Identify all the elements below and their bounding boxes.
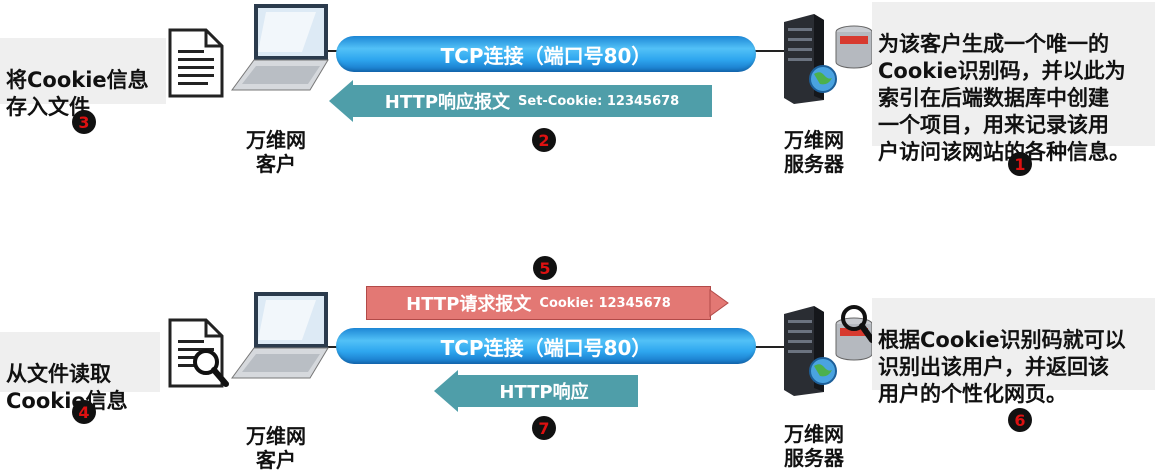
- document-icon: [168, 28, 224, 98]
- laptop-icon: [231, 292, 329, 379]
- top-response-sub: Set-Cookie: 12345678: [518, 93, 680, 109]
- magnifier-icon: [841, 305, 875, 343]
- top-client-label: 万维网 客户: [236, 104, 316, 176]
- bottom-client-note: 从文件读取 Cookie信息: [0, 332, 160, 413]
- bottom-client-note-text: 从文件读取 Cookie信息: [6, 362, 128, 413]
- top-client-label-text: 万维网 客户: [246, 128, 306, 176]
- step-6-badge: 6: [1008, 408, 1032, 432]
- database-icon: [835, 25, 873, 69]
- bottom-server-label-text: 万维网 服务器: [784, 422, 844, 470]
- top-server-label: 万维网 服务器: [774, 104, 854, 176]
- step-4-number: 4: [78, 402, 90, 422]
- step-4-badge: 4: [72, 400, 96, 424]
- top-server-note-text: 为该客户生成一个唯一的 Cookie识别码，并以此为 索引在后端数据库中创建 一…: [878, 32, 1130, 164]
- top-http-response-arrow: HTTP响应报文 Set-Cookie: 12345678: [352, 85, 712, 117]
- step-1-badge: 1: [1008, 152, 1032, 176]
- globe-icon: [809, 357, 837, 385]
- top-client-note: 将Cookie信息 存入文件: [0, 38, 166, 119]
- bottom-tcp-connection: TCP连接（端口号80）: [336, 328, 756, 364]
- step-5-badge: 5: [533, 256, 557, 280]
- step-1-number: 1: [1014, 154, 1026, 174]
- top-server-note: 为该客户生成一个唯一的 Cookie识别码，并以此为 索引在后端数据库中创建 一…: [872, 2, 1155, 164]
- step-2-number: 2: [538, 130, 550, 150]
- top-tcp-connection: TCP连接（端口号80）: [336, 36, 756, 72]
- bottom-request-arrowhead: [709, 289, 729, 317]
- bottom-response-main: HTTP响应: [499, 382, 589, 403]
- step-6-number: 6: [1014, 410, 1026, 430]
- step-3-badge: 3: [72, 110, 96, 134]
- bottom-server-label: 万维网 服务器: [774, 398, 854, 470]
- document-magnifier-icon: [168, 318, 229, 388]
- bottom-request-main: HTTP请求报文: [406, 294, 532, 315]
- step-7-badge: 7: [532, 416, 556, 440]
- laptop-icon: [231, 4, 329, 91]
- bottom-http-response-arrow: HTTP响应: [458, 375, 638, 407]
- bottom-client-label: 万维网 客户: [236, 400, 316, 472]
- top-server-label-text: 万维网 服务器: [784, 128, 844, 176]
- top-response-arrowhead: [329, 80, 353, 122]
- bottom-server-note: 根据Cookie识别码就可以 识别出该用户，并返回该 用户的个性化网页。: [872, 298, 1155, 406]
- step-5-number: 5: [539, 258, 551, 278]
- bottom-server-note-text: 根据Cookie识别码就可以 识别出该用户，并返回该 用户的个性化网页。: [878, 328, 1126, 406]
- step-2-badge: 2: [532, 128, 556, 152]
- step-3-number: 3: [78, 112, 90, 132]
- bottom-tcp-label: TCP连接（端口号80）: [440, 335, 652, 360]
- bottom-response-arrowhead: [434, 370, 458, 412]
- bottom-request-sub: Cookie: 12345678: [539, 295, 671, 311]
- globe-icon: [809, 65, 837, 93]
- bottom-http-request-arrow: HTTP请求报文 Cookie: 12345678: [366, 286, 711, 320]
- step-7-number: 7: [538, 418, 550, 438]
- top-tcp-label: TCP连接（端口号80）: [440, 43, 652, 68]
- bottom-client-label-text: 万维网 客户: [246, 424, 306, 472]
- top-response-main: HTTP响应报文: [384, 92, 511, 113]
